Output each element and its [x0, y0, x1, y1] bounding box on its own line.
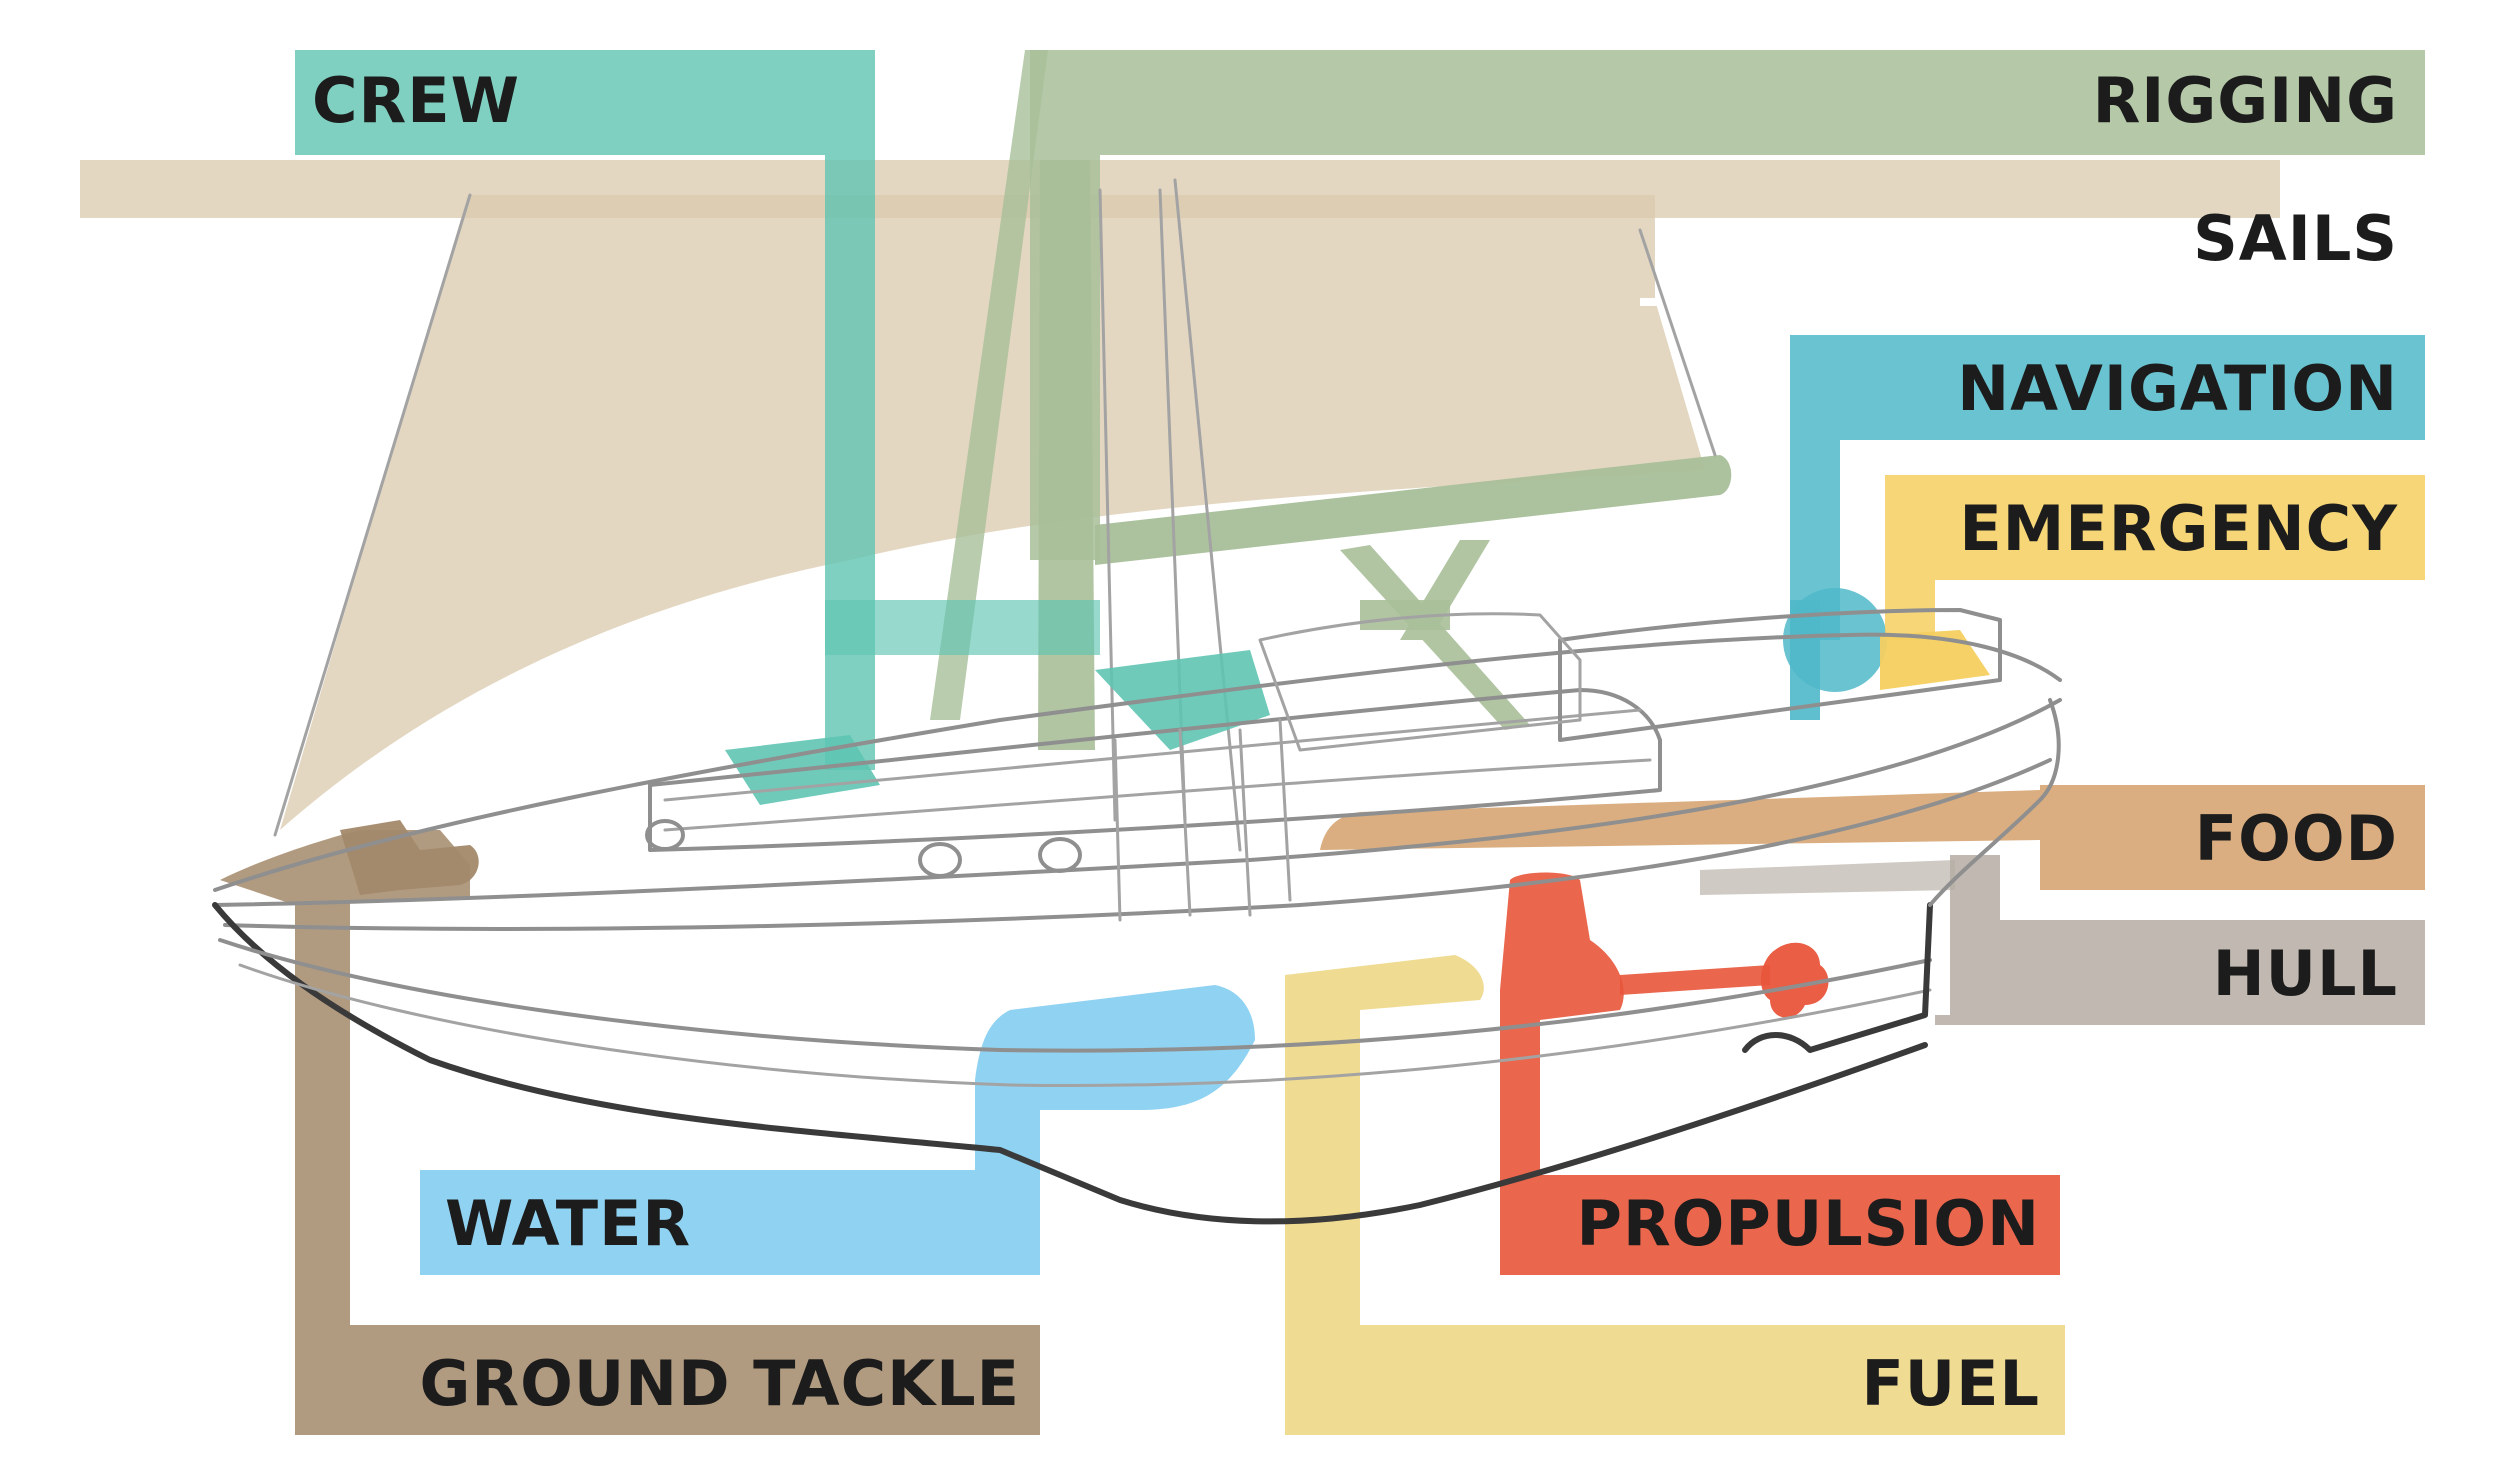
label-fuel: FUEL	[1861, 1347, 2040, 1420]
gunwale	[225, 760, 2050, 929]
porthole-3	[647, 821, 683, 849]
label-crew: CREW	[312, 64, 520, 137]
label-hull: HULL	[2213, 937, 2398, 1010]
label-sails: SAILS	[2193, 202, 2398, 275]
label-emergency: EMERGENCY	[1959, 492, 2398, 565]
propulsion-shaft	[1620, 965, 1770, 995]
sails-white-cut	[1640, 298, 2340, 306]
label-food: FOOD	[2195, 802, 2398, 875]
label-ground-tackle: GROUND TACKLE	[420, 1347, 1021, 1420]
label-navigation: NAVIGATION	[1957, 352, 2398, 425]
ground-tackle-group	[220, 820, 1040, 1435]
hull-connector	[1700, 860, 1955, 895]
crew-connector	[825, 600, 1100, 655]
label-water: WATER	[445, 1187, 691, 1260]
mast	[1038, 160, 1095, 750]
label-rigging: RIGGING	[2093, 64, 2398, 137]
porthole-1	[920, 844, 960, 876]
label-propulsion: PROPULSION	[1577, 1187, 2041, 1260]
boom-gallows	[1340, 540, 1530, 730]
porthole-2	[1040, 839, 1080, 871]
navigation-pedestal	[1790, 600, 1820, 720]
